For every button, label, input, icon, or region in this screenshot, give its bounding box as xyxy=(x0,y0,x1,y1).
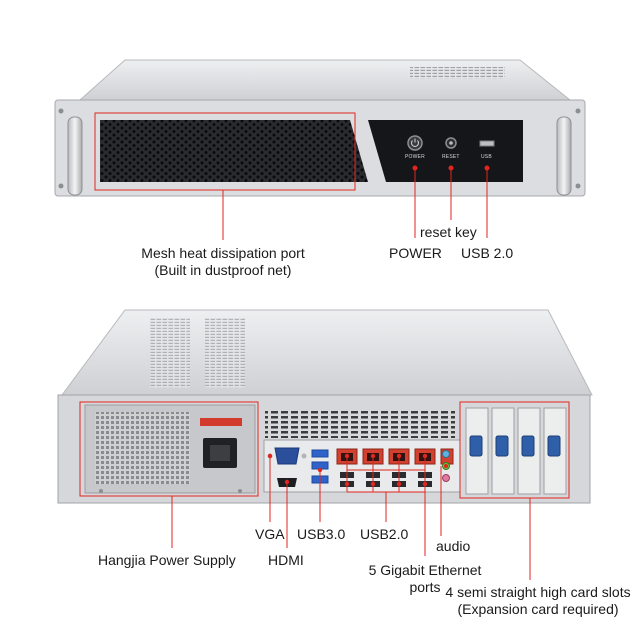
psu-fan-grill xyxy=(95,412,190,484)
usb-button-caption: USB xyxy=(481,154,492,160)
audio-jack-pink xyxy=(442,474,450,482)
ethernet-label-line1: 5 Gigabit Ethernet xyxy=(368,562,482,578)
front-chassis xyxy=(54,59,586,240)
mesh-heat-dissipation-port xyxy=(100,120,368,182)
screw-hole xyxy=(58,183,64,189)
reset-key-label: reset key xyxy=(420,224,477,240)
screw-hole xyxy=(575,183,581,189)
power-label: POWER xyxy=(389,245,442,261)
left-handle xyxy=(67,116,83,196)
usb3-port xyxy=(311,449,329,458)
ethernet-label: 5 Gigabit Ethernet ports xyxy=(355,562,495,596)
power-button xyxy=(407,135,423,151)
expansion-card-slots xyxy=(465,407,567,495)
psu-warning-label xyxy=(200,418,242,426)
audio-label: audio xyxy=(436,538,471,554)
control-panel xyxy=(368,120,523,182)
mesh-callout-box xyxy=(94,112,356,191)
rear-vent xyxy=(265,410,455,438)
top-vent xyxy=(205,318,245,388)
audio-jack-blue xyxy=(442,450,450,458)
top-vent xyxy=(150,318,190,388)
rear-chassis xyxy=(57,309,593,580)
top-vent xyxy=(410,67,505,79)
audio-callout-dot xyxy=(444,464,448,468)
mesh-label-line1: Mesh heat dissipation port xyxy=(141,245,305,261)
usb2-front-label: USB 2.0 xyxy=(461,245,514,261)
vga-port xyxy=(274,447,300,465)
right-handle xyxy=(556,116,572,196)
power-button-caption: POWER xyxy=(405,154,425,160)
card-slots-label-line2: (Expansion card required) xyxy=(457,601,619,617)
card-slots-label: 4 semi straight high card slots (Expansi… xyxy=(440,584,636,618)
front-usb-port xyxy=(479,140,495,147)
reset-button-caption: RESET xyxy=(442,154,460,160)
ethernet-label-line2: ports xyxy=(409,579,441,595)
power-icon xyxy=(411,140,419,147)
card-slots-label-line1: 4 semi straight high card slots xyxy=(445,584,631,600)
mesh-label-line2: (Built in dustproof net) xyxy=(154,262,292,278)
psu-callout-box xyxy=(79,401,259,497)
usb2-rear-label: USB2.0 xyxy=(360,526,409,542)
power-supply-label: Hangjia Power Supply xyxy=(98,552,236,568)
screw-hole xyxy=(58,108,64,114)
usb3-label: USB3.0 xyxy=(297,526,346,542)
slots-callout-box xyxy=(459,401,570,499)
mesh-label: Mesh heat dissipation port (Built in dus… xyxy=(118,245,328,279)
screw-hole xyxy=(575,108,581,114)
vga-label: VGA xyxy=(255,526,285,542)
hdmi-label: HDMI xyxy=(268,552,304,568)
